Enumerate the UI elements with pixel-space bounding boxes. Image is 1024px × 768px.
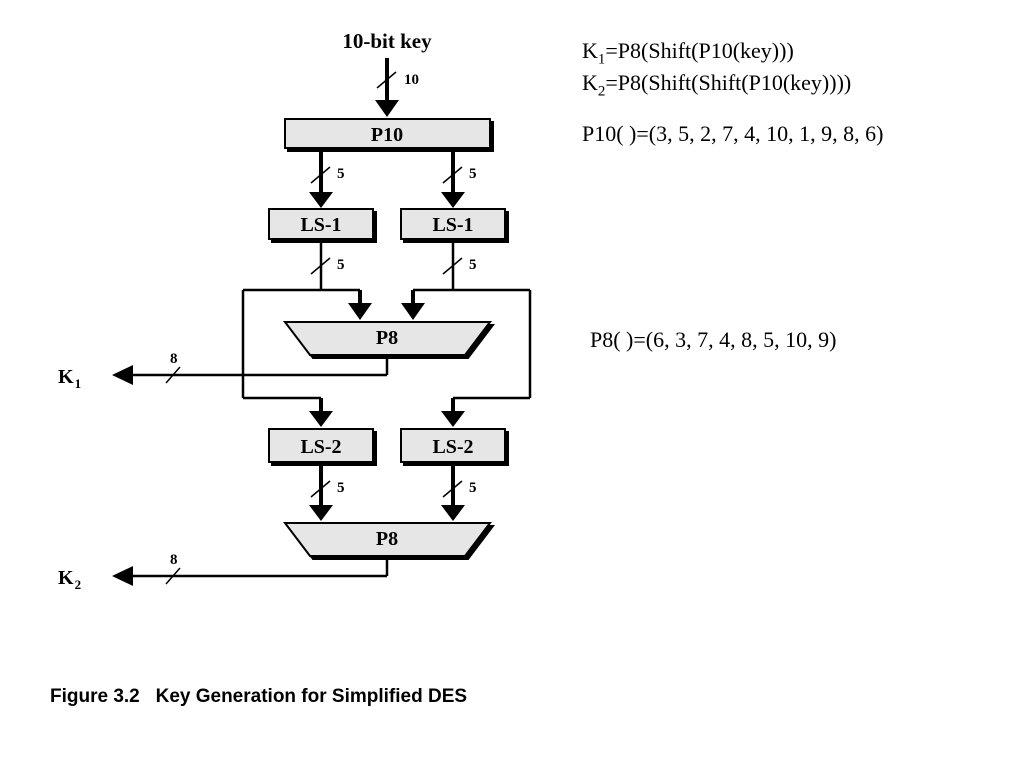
p10-to-ls1-right: 5	[441, 150, 477, 208]
ls1-right-outputs: 5	[401, 241, 532, 427]
p8-first-box: P8	[282, 321, 493, 356]
figure-number: Figure 3.2	[50, 686, 140, 707]
ls1-left-outputs: 5	[241, 241, 372, 427]
p8-second-label: P8	[376, 528, 398, 550]
bus-width-ls1-left: 5	[337, 257, 345, 273]
p10-to-ls1-left: 5	[309, 150, 345, 208]
bus-width-k1: 8	[170, 351, 178, 367]
bus-width-p10-left: 5	[337, 166, 345, 182]
ls2-left-to-p8: 5	[309, 464, 345, 521]
ls1-left-label: LS-1	[300, 214, 341, 236]
ls2-right-to-p8: 5	[441, 464, 477, 521]
p8-definition: P8( )=(6, 3, 7, 4, 8, 5, 10, 9)	[590, 327, 837, 352]
k2-output-arrow: 8	[112, 552, 389, 586]
bus-width-ls2-left: 5	[337, 480, 345, 496]
k2-label: K2	[58, 567, 81, 592]
p10-definition: P10( )=(3, 5, 2, 7, 4, 10, 1, 9, 8, 6)	[582, 121, 884, 146]
figure-title: Key Generation for Simplified DES	[155, 686, 468, 707]
ls1-left-box: LS-1	[268, 208, 374, 240]
k1-label: K1	[58, 366, 81, 391]
bus-width-input: 10	[404, 72, 419, 88]
figure-caption: Figure 3.2 Key Generation for Simplified…	[50, 686, 467, 708]
ls2-left-box: LS-2	[268, 428, 374, 463]
bus-width-ls1-right: 5	[469, 257, 477, 273]
ls2-right-box: LS-2	[400, 428, 506, 463]
p10-label: P10	[371, 124, 403, 146]
ls1-right-label: LS-1	[432, 214, 473, 236]
ls2-right-label: LS-2	[432, 436, 473, 458]
bus-width-ls2-right: 5	[469, 480, 477, 496]
input-key-label: 10-bit key	[342, 29, 432, 53]
k1-output-arrow: 8	[112, 351, 389, 385]
bus-width-k2: 8	[170, 552, 178, 568]
ls1-right-box: LS-1	[400, 208, 506, 240]
k2-formula: K2=P8(Shift(Shift(P10(key))))	[582, 70, 852, 100]
k1-formula: K1=P8(Shift(P10(key)))	[582, 38, 794, 68]
input-arrow: 10	[375, 58, 419, 117]
p8-second-box: P8	[282, 522, 493, 557]
p10-box: P10	[284, 118, 491, 149]
p8-first-label: P8	[376, 327, 398, 349]
key-generation-diagram: 10-bit key 10 P10 5 5	[58, 29, 532, 592]
bus-width-p10-right: 5	[469, 166, 477, 182]
ls2-left-label: LS-2	[300, 436, 341, 458]
